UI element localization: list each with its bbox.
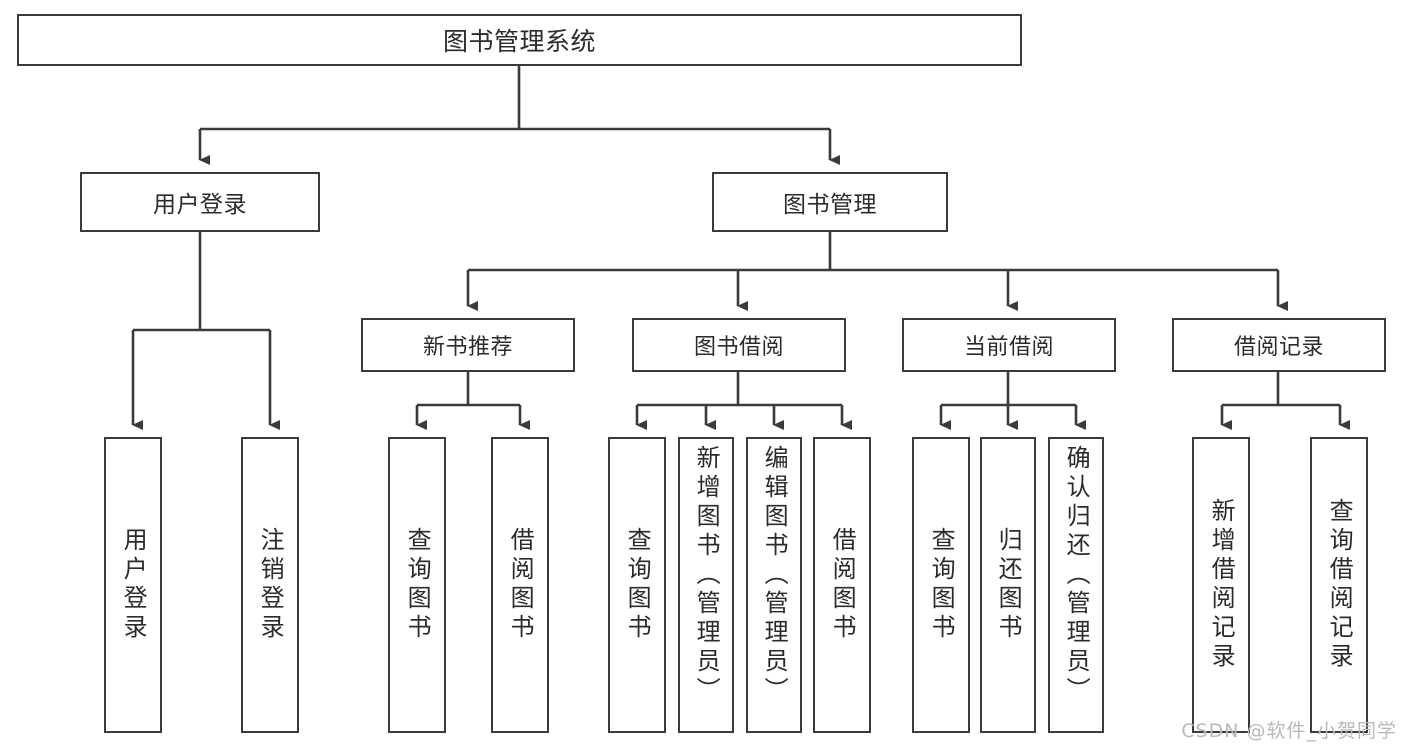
leaf-record-query-borrow-record-label: 查询借阅记录 [1325, 498, 1354, 672]
leaf-borrow-query-book[interactable]: 查询图书 [608, 437, 666, 733]
leaf-current-return-book[interactable]: 归还图书 [980, 437, 1036, 733]
node-book-borrow-label: 图书借阅 [693, 335, 784, 360]
leaf-current-query-book-label: 查询图书 [927, 527, 956, 643]
leaf-current-query-book[interactable]: 查询图书 [912, 437, 970, 733]
leaf-borrow-edit-book-admin[interactable]: 编辑图书（管理员） [746, 437, 802, 733]
leaf-record-query-borrow-record[interactable]: 查询借阅记录 [1310, 437, 1368, 733]
leaf-borrow-borrow-book-label: 借阅图书 [828, 527, 857, 643]
node-borrow-record[interactable]: 借阅记录 [1172, 318, 1386, 372]
node-user-login-label: 用户登录 [153, 192, 247, 218]
csdn-watermark: CSDN @软件_小贺同学 [1181, 720, 1397, 742]
leaf-borrow-edit-book-admin-label: 编辑图书（管理员） [760, 445, 789, 706]
leaf-borrow-borrow-book[interactable]: 借阅图书 [813, 437, 871, 733]
node-new-book-recommend-label: 新书推荐 [422, 335, 513, 360]
leaf-user-logout[interactable]: 注销登录 [241, 437, 299, 733]
node-book-management[interactable]: 图书管理 [712, 172, 948, 232]
leaf-newbook-borrow-book-label: 借阅图书 [506, 527, 535, 643]
leaf-borrow-add-book-admin[interactable]: 新增图书（管理员） [678, 437, 734, 733]
leaf-record-add-borrow-record[interactable]: 新增借阅记录 [1192, 437, 1250, 733]
node-book-borrow[interactable]: 图书借阅 [632, 318, 846, 372]
leaf-newbook-borrow-book[interactable]: 借阅图书 [491, 437, 549, 733]
node-book-management-label: 图书管理 [783, 192, 877, 218]
leaf-current-return-book-label: 归还图书 [994, 527, 1023, 643]
node-new-book-recommend[interactable]: 新书推荐 [361, 318, 575, 372]
node-current-borrow-label: 当前借阅 [963, 335, 1054, 360]
node-borrow-record-label: 借阅记录 [1233, 335, 1324, 360]
leaf-user-login-label: 用户登录 [119, 527, 148, 643]
leaf-newbook-query-book-label: 查询图书 [403, 527, 432, 643]
node-user-login[interactable]: 用户登录 [80, 172, 320, 232]
leaf-current-confirm-return-admin-label: 确认归还（管理员） [1062, 445, 1091, 706]
node-root[interactable]: 图书管理系统 [17, 14, 1022, 66]
leaf-user-login[interactable]: 用户登录 [104, 437, 162, 733]
leaf-newbook-query-book[interactable]: 查询图书 [388, 437, 446, 733]
leaf-borrow-query-book-label: 查询图书 [623, 527, 652, 643]
leaf-borrow-add-book-admin-label: 新增图书（管理员） [692, 445, 721, 706]
node-current-borrow[interactable]: 当前借阅 [902, 318, 1116, 372]
leaf-current-confirm-return-admin[interactable]: 确认归还（管理员） [1048, 437, 1104, 733]
node-root-label: 图书管理系统 [442, 27, 596, 56]
leaf-user-logout-label: 注销登录 [256, 527, 285, 643]
leaf-record-add-borrow-record-label: 新增借阅记录 [1207, 498, 1236, 672]
